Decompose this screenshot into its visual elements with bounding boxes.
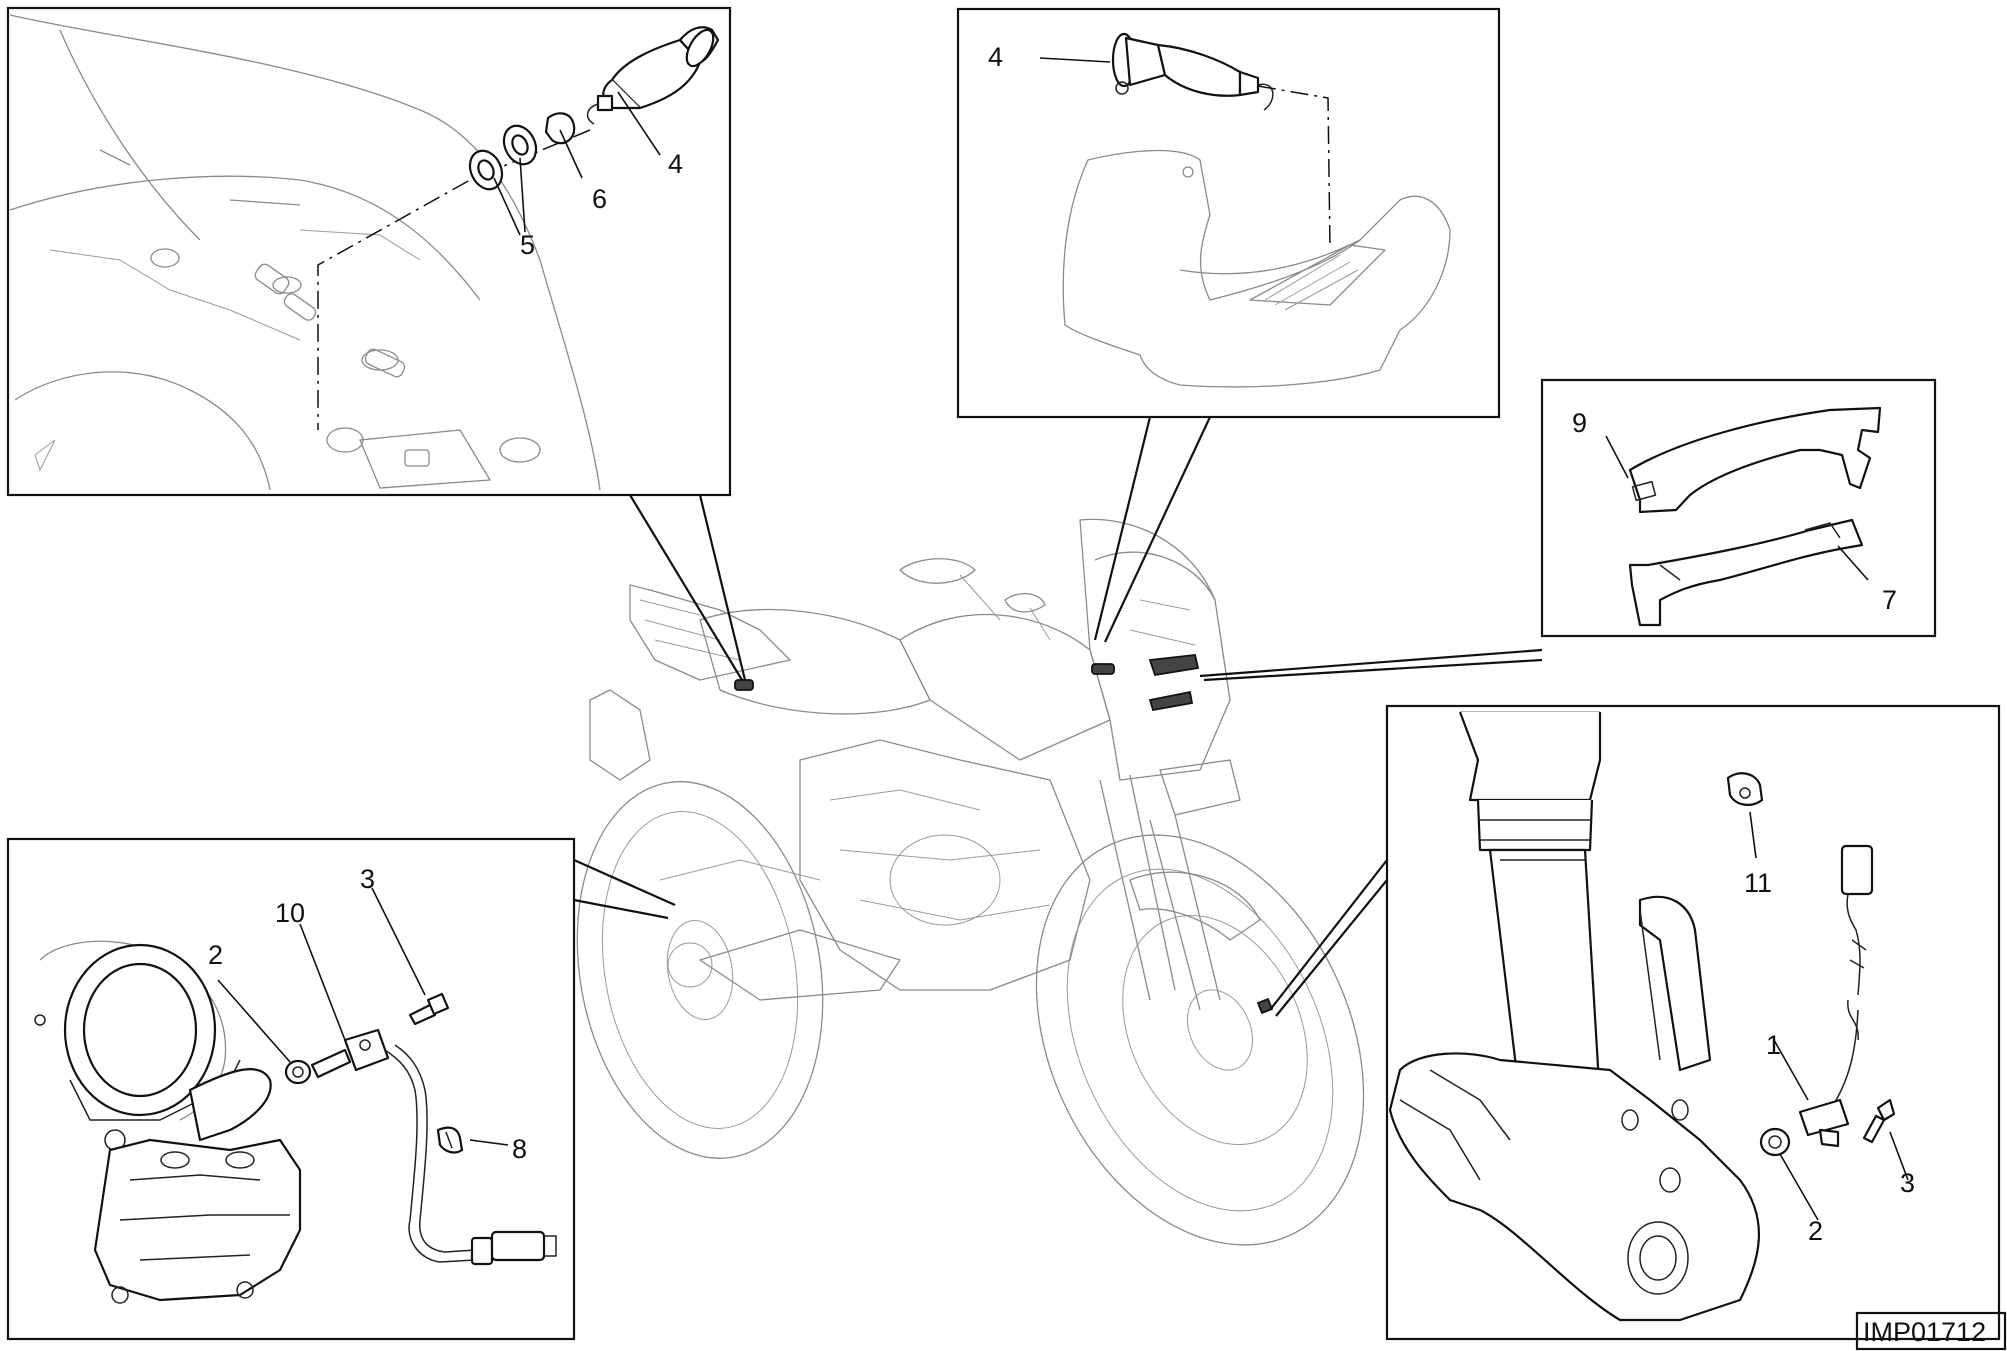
callout-6: 6 bbox=[592, 184, 607, 214]
panel-frame bbox=[1385, 704, 2001, 1341]
callout-1: 1 bbox=[1766, 1030, 1781, 1060]
callout-8: 8 bbox=[512, 1134, 527, 1164]
screw-icon bbox=[408, 992, 450, 1026]
panel-bottom-right bbox=[1269, 704, 2001, 1341]
panel-frame bbox=[956, 7, 1501, 419]
bracket-icon bbox=[1628, 406, 1882, 514]
connector-icon bbox=[1111, 32, 1274, 111]
cable-clip-icon bbox=[1726, 772, 1764, 806]
motorcycle-illustration bbox=[576, 518, 1365, 1246]
callout-7: 7 bbox=[1882, 585, 1897, 615]
callout-4b: 4 bbox=[988, 42, 1003, 72]
washer-icon bbox=[1759, 1127, 1791, 1157]
callout-2b: 2 bbox=[1808, 1216, 1823, 1246]
callout-4: 4 bbox=[668, 149, 683, 179]
bracket-icon bbox=[1628, 518, 1864, 627]
panel-frame bbox=[6, 6, 732, 497]
reference-code: IMP01712 bbox=[1863, 1317, 1986, 1347]
panel-top-center bbox=[956, 7, 1501, 643]
callout-pointer bbox=[629, 494, 747, 681]
reference-code-box bbox=[1855, 1311, 2007, 1351]
abs-sensor-icon bbox=[310, 1028, 557, 1266]
callout-pointer bbox=[573, 858, 676, 920]
callout-pointer bbox=[1269, 859, 1388, 1017]
callout-3b: 3 bbox=[1900, 1168, 1915, 1198]
abs-sensor-icon bbox=[1798, 844, 1874, 1148]
washer-icon bbox=[468, 112, 576, 191]
callout-2: 2 bbox=[208, 940, 223, 970]
callout-10: 10 bbox=[275, 898, 305, 928]
panel-top-left bbox=[6, 6, 747, 681]
connector-icon bbox=[586, 26, 720, 125]
cable-clip-icon bbox=[436, 1126, 464, 1154]
callout-pointer bbox=[1093, 416, 1211, 643]
callout-11: 11 bbox=[1744, 868, 1772, 898]
panel-top-right bbox=[1199, 378, 1937, 682]
callout-3: 3 bbox=[360, 864, 375, 894]
callout-5: 5 bbox=[520, 230, 535, 260]
callout-9: 9 bbox=[1572, 408, 1587, 438]
panel-frame bbox=[6, 837, 576, 1341]
callout-pointer bbox=[1199, 648, 1543, 682]
panel-bottom-left bbox=[6, 837, 676, 1341]
screw-icon bbox=[1862, 1098, 1896, 1144]
washer-icon bbox=[284, 1059, 312, 1085]
panel-frame bbox=[1540, 378, 1937, 638]
